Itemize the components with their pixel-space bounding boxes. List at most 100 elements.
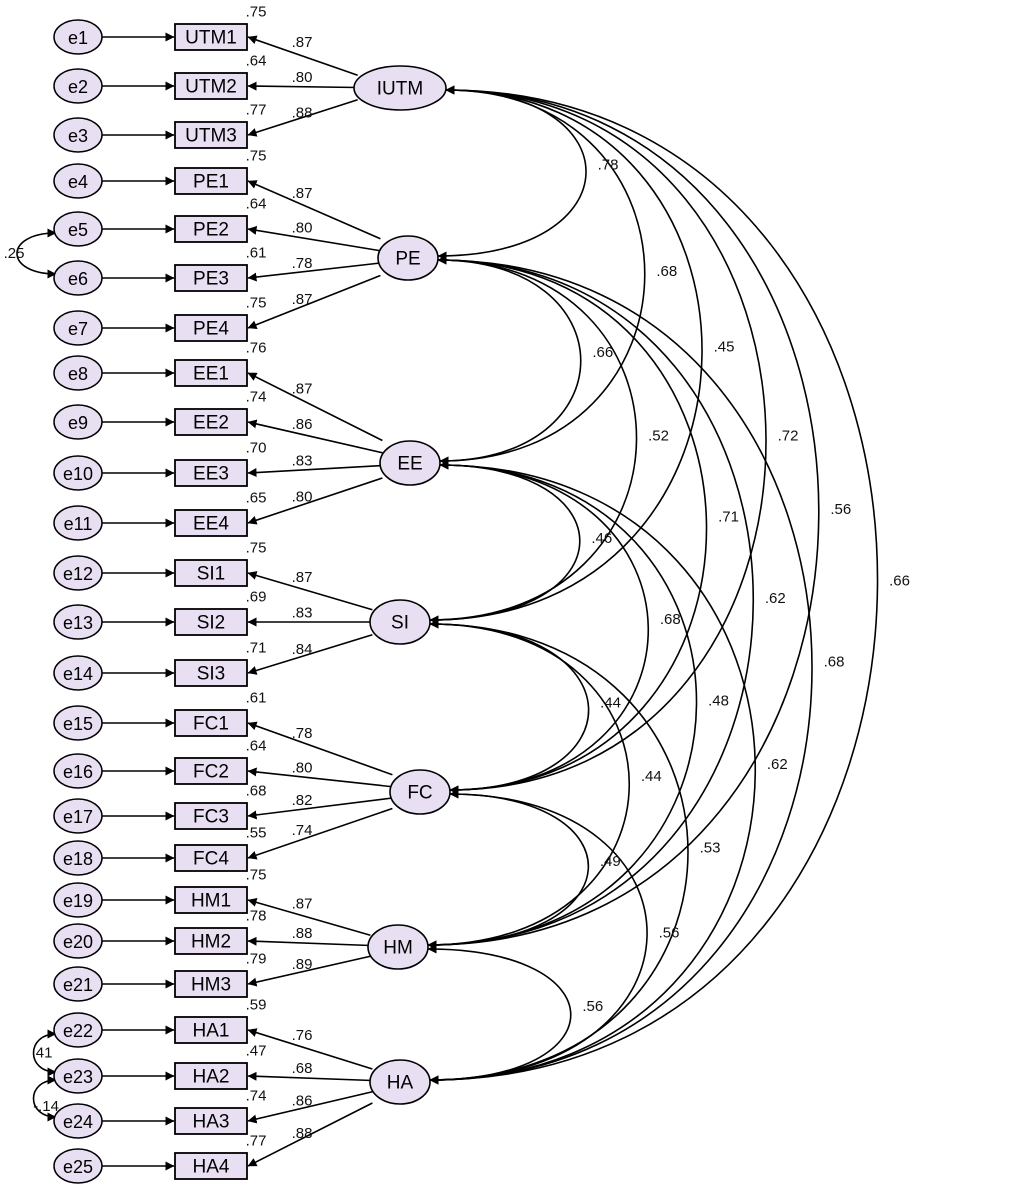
error-node (53, 1058, 103, 1094)
error-node-label: e5 (68, 220, 88, 240)
indicator-label: SI2 (197, 613, 226, 634)
indicator-box (174, 72, 248, 100)
r-squared-label: .61 (246, 245, 267, 262)
error-node (53, 19, 103, 55)
indicator-label: HM3 (191, 975, 231, 996)
error-node (53, 882, 103, 918)
loading-arrow (247, 955, 371, 987)
error-node-label: e22 (63, 1021, 93, 1041)
error-node (53, 705, 103, 741)
indicator-box (174, 886, 248, 914)
loading-label: .88 (292, 104, 313, 121)
loading-arrow (247, 274, 381, 330)
error-node-label: e25 (63, 1157, 93, 1177)
loading-arrow (247, 936, 371, 947)
error-node (53, 163, 103, 199)
correlation-arc (437, 255, 582, 466)
indicator-label: FC4 (193, 849, 229, 870)
correlation-arc (427, 255, 755, 950)
loading-arrow (247, 898, 371, 937)
indicator-box (174, 757, 248, 785)
loading-arrow (247, 477, 383, 525)
error-covariance-arc (32, 1029, 57, 1077)
error-node-label: e23 (63, 1067, 93, 1087)
loading-label: .84 (292, 641, 313, 658)
error-node-label: e14 (63, 664, 93, 684)
loading-label: .88 (292, 925, 313, 942)
correlation-label: .68 (656, 263, 677, 280)
error-node (53, 211, 103, 247)
loading-label: .76 (292, 1027, 313, 1044)
r-squared-label: .74 (246, 389, 267, 406)
error-covariance-label: -.14 (33, 1098, 59, 1115)
correlation-arc (429, 789, 648, 1085)
r-squared-label: .79 (246, 951, 267, 968)
loading-label: .80 (292, 220, 313, 237)
r-squared-label: .69 (246, 589, 267, 606)
correlation-label: .49 (600, 853, 621, 870)
indicator-box (174, 1152, 248, 1180)
indicator-label: EE4 (193, 514, 229, 535)
r-squared-label: .70 (246, 440, 267, 457)
construct-label: FC (407, 783, 432, 804)
loading-arrow (247, 807, 393, 860)
construct-node (369, 1059, 431, 1105)
construct-label: HA (387, 1073, 414, 1094)
error-node (53, 923, 103, 959)
error-node (53, 310, 103, 346)
loading-arrow (247, 372, 383, 442)
indicator-box (174, 509, 248, 537)
loading-label: .83 (292, 453, 313, 470)
correlation-label: .48 (708, 693, 729, 710)
indicator-box (174, 264, 248, 292)
error-node-label: e24 (63, 1112, 93, 1132)
r-squared-label: .77 (246, 1133, 267, 1150)
indicator-label: EE2 (193, 413, 229, 434)
indicator-label: FC1 (193, 714, 229, 735)
error-node (53, 1103, 103, 1139)
error-node-label: e3 (68, 126, 88, 146)
loading-arrow (247, 98, 358, 137)
r-squared-label: .74 (246, 1088, 267, 1105)
loading-label: .68 (292, 1060, 313, 1077)
r-squared-label: .75 (246, 540, 267, 557)
correlation-arc (427, 619, 631, 950)
correlation-label: .53 (700, 840, 721, 857)
indicator-label: FC2 (193, 762, 229, 783)
construct-label: EE (397, 454, 422, 475)
indicator-box (174, 167, 248, 195)
error-node-label: e17 (63, 807, 93, 827)
indicator-box (174, 802, 248, 830)
loading-arrow (247, 571, 373, 611)
loading-label: .86 (292, 416, 313, 433)
r-squared-label: .78 (246, 908, 267, 925)
correlation-label: .66 (889, 573, 910, 590)
indicator-label: PE2 (193, 220, 229, 241)
indicator-label: PE1 (193, 172, 229, 193)
indicator-label: UTM2 (185, 77, 237, 98)
error-covariance-arc (32, 1075, 57, 1122)
indicator-box (174, 1016, 248, 1044)
correlation-label: .52 (648, 428, 669, 445)
error-node-label: e4 (68, 172, 88, 192)
indicator-label: EE1 (193, 364, 229, 385)
indicator-box (174, 608, 248, 636)
loading-label: .86 (292, 1093, 313, 1110)
error-node-label: e8 (68, 364, 88, 384)
correlation-arc (445, 85, 767, 795)
construct-node (367, 924, 429, 970)
loading-arrow (247, 1102, 373, 1167)
loading-label: .83 (292, 605, 313, 622)
indicator-label: HA2 (193, 1067, 230, 1088)
correlation-arc (437, 255, 708, 795)
indicator-box (174, 970, 248, 998)
r-squared-label: .64 (246, 738, 267, 755)
error-node-label: e7 (68, 319, 88, 339)
error-node (53, 798, 103, 834)
r-squared-label: .68 (246, 783, 267, 800)
error-node-label: e13 (63, 613, 93, 633)
loading-arrow (247, 1090, 373, 1124)
indicator-label: UTM3 (185, 126, 237, 147)
indicator-label: HA1 (193, 1021, 230, 1042)
correlation-label: .68 (660, 611, 681, 628)
